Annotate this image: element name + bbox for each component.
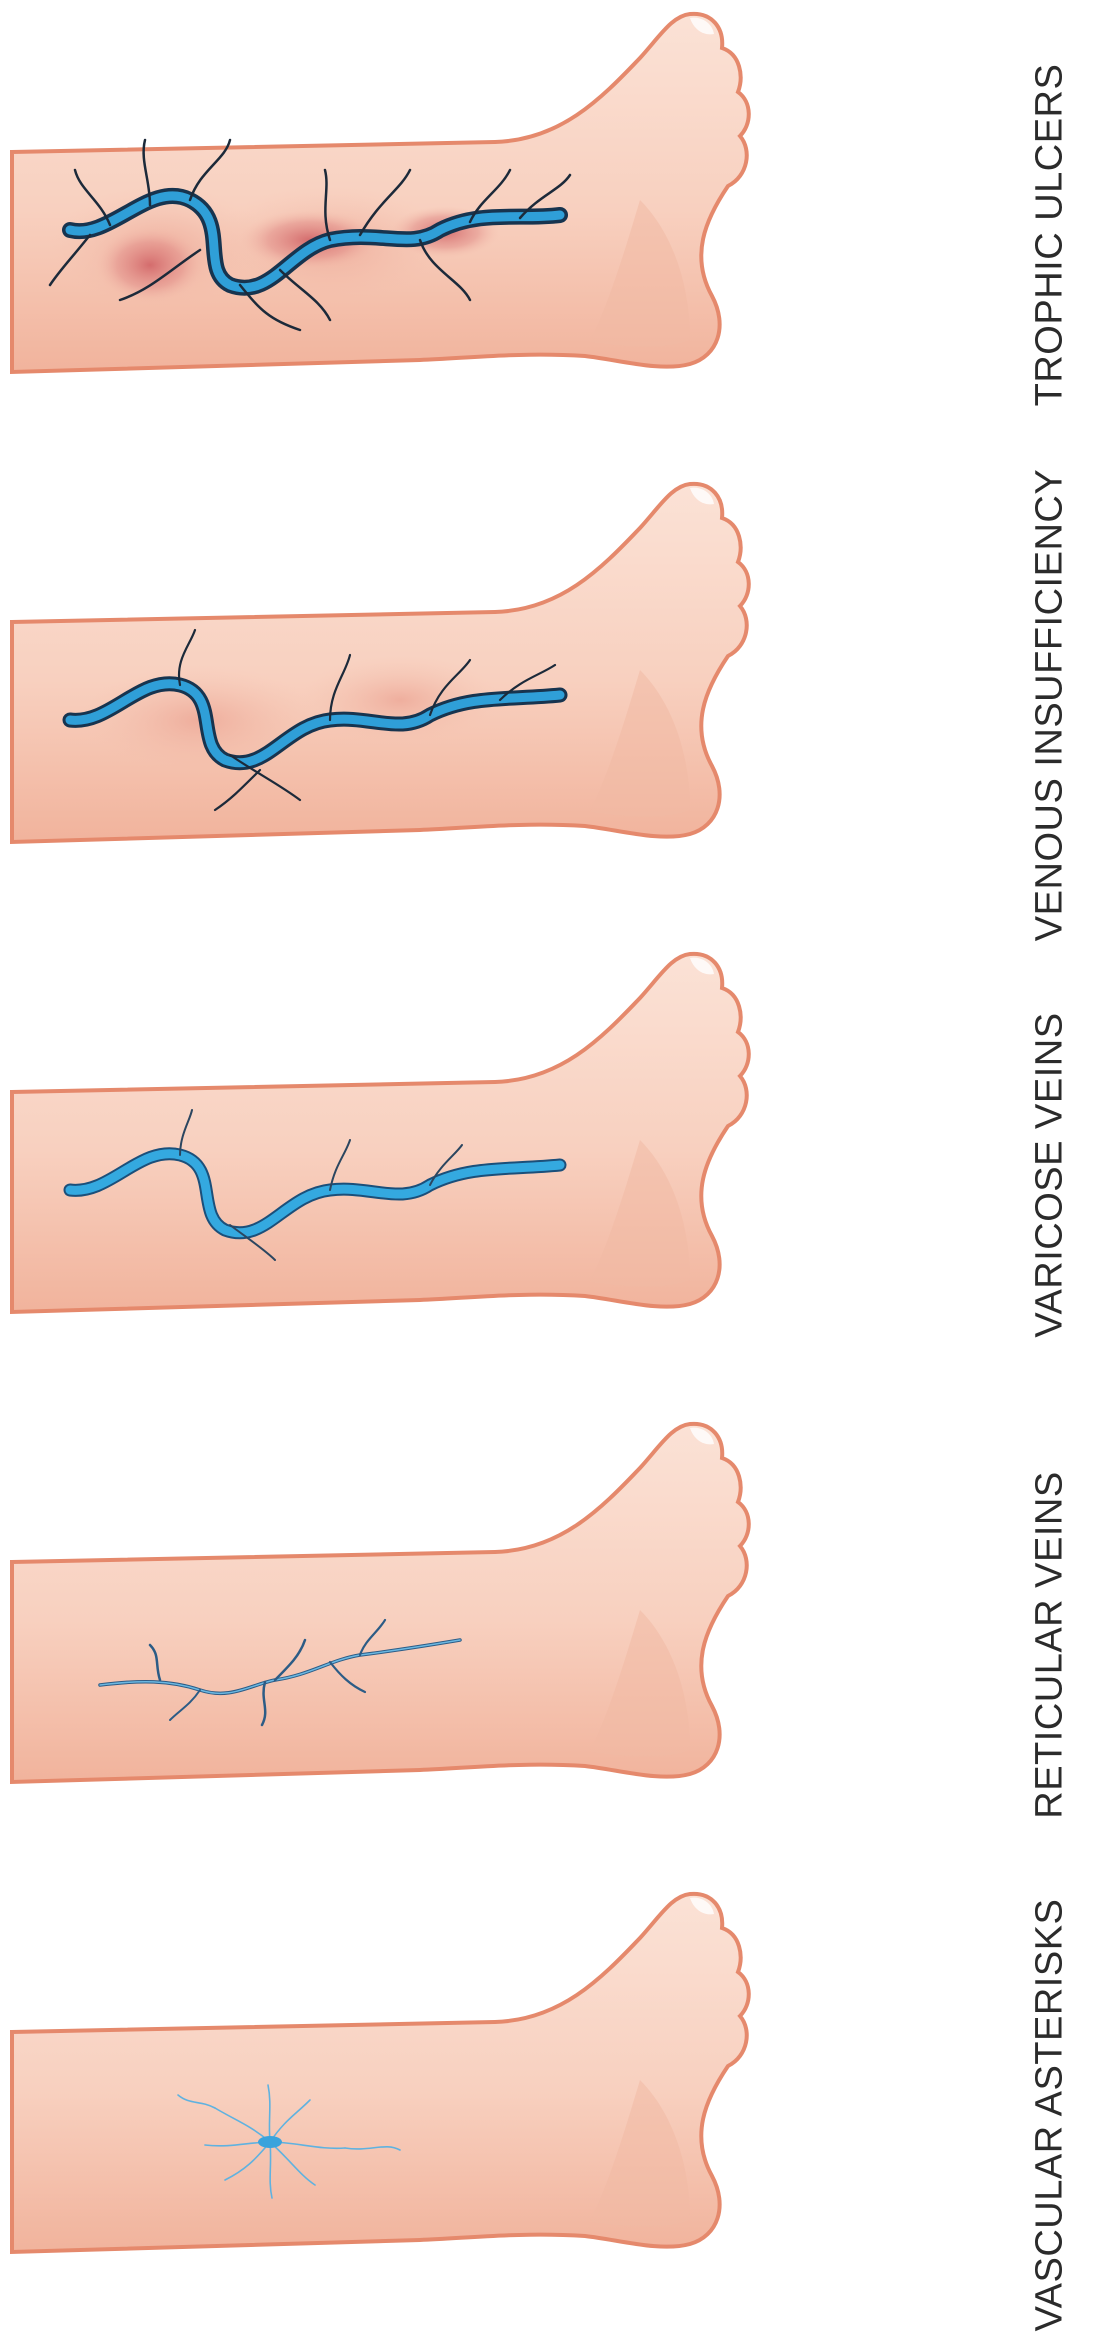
leg-illustration — [0, 1880, 980, 2350]
stage-label: TROPHIC ULCERS — [1029, 64, 1072, 407]
leg-illustration — [0, 0, 980, 470]
leg-illustration — [0, 1410, 980, 1880]
stage-label: RETICULAR VEINS — [1029, 1471, 1072, 1818]
ulcer-spot — [95, 227, 205, 303]
stage-panel-trophic-ulcers: TROPHIC ULCERS — [0, 0, 1120, 470]
stage-panel-venous-insufficiency: VENOUS INSUFFICIENCY — [0, 470, 1120, 940]
stage-label: VENOUS INSUFFICIENCY — [1029, 469, 1072, 941]
leg-illustration — [0, 940, 980, 1410]
stage-label: VARICOSE VEINS — [1029, 1012, 1072, 1337]
stage-panel-vascular-asterisks: VASCULAR ASTERISKS — [0, 1880, 1120, 2350]
stage-label: VASCULAR ASTERISKS — [1029, 1899, 1072, 2332]
spider-vein-center — [258, 2136, 282, 2148]
stage-panel-varicose-veins: VARICOSE VEINS — [0, 940, 1120, 1410]
leg-illustration — [0, 470, 980, 940]
stage-panel-reticular-veins: RETICULAR VEINS — [0, 1410, 1120, 1880]
